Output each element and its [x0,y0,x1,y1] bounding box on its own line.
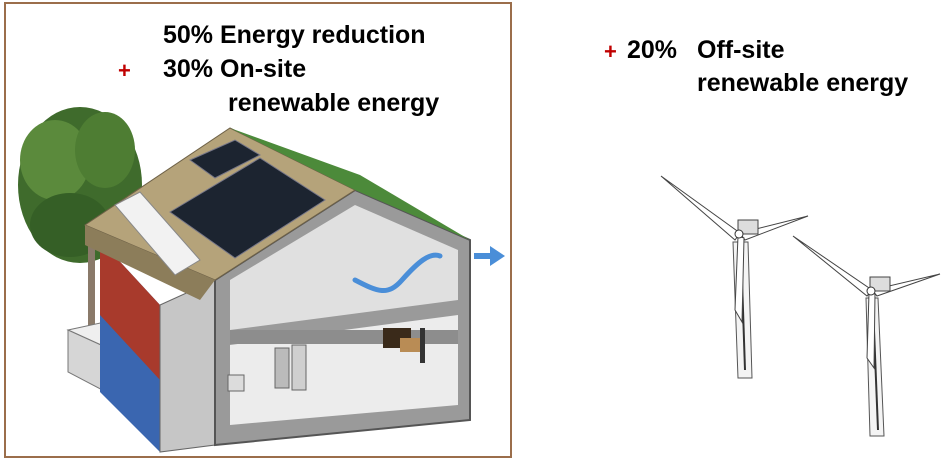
onsite-renewable-label-line2: renewable energy [228,89,440,117]
tree-icon [18,107,142,335]
plus-sign: + [118,58,131,83]
offsite-renewable-label: Off-site [697,36,785,64]
house-panel-frame [4,2,512,458]
offsite-percent-label: 20% [627,36,678,64]
plus-sign: + [604,39,617,64]
airflow-arrow-icon [352,246,505,293]
house-icon [83,127,471,453]
wind-turbine-icon [792,235,941,437]
wind-turbine-icon [660,175,809,379]
energy-reduction-label: 50% Energy reduction [163,21,426,49]
offsite-renewable-label-line2: renewable energy [697,69,909,97]
onsite-renewable-label: 30% On-site [163,55,307,83]
